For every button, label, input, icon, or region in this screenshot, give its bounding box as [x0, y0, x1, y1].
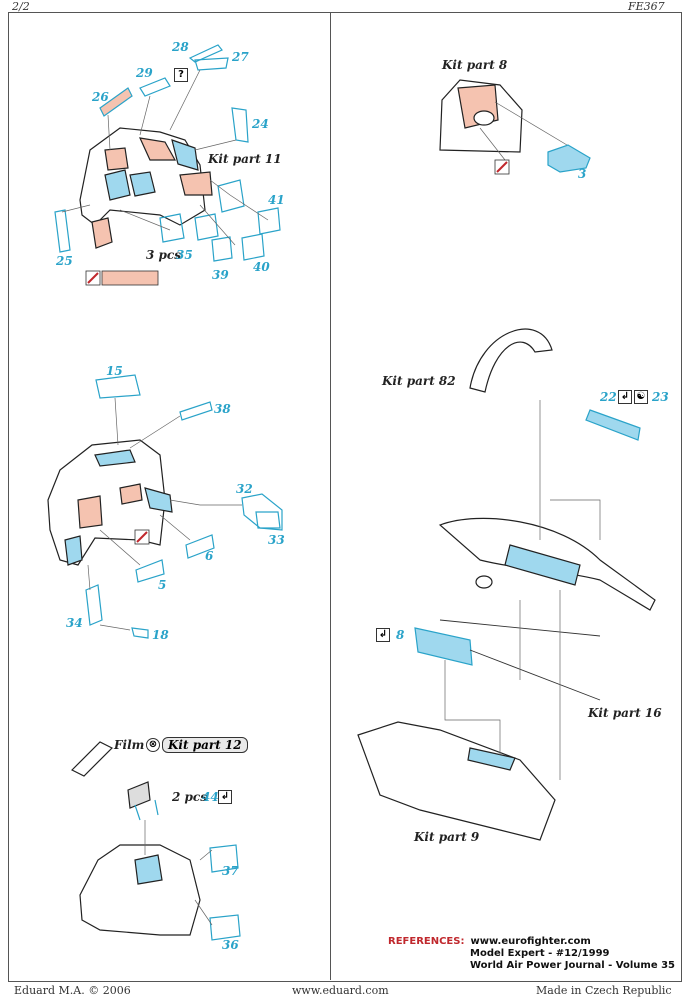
footer-copyright: Eduard M.A. © 2006	[14, 984, 131, 997]
footer-origin: Made in Czech Republic	[536, 984, 672, 997]
part-41-label: 41	[268, 193, 285, 207]
part-44-label: 44	[202, 790, 219, 804]
kit-part-8-label: Kit part 8	[442, 58, 508, 72]
kit-part-11-label: Kit part 11	[208, 152, 282, 166]
three-pcs-label: 3 pcs	[146, 248, 181, 262]
column-divider	[330, 12, 331, 980]
page-frame	[8, 12, 682, 982]
references-heading: REFERENCES:	[388, 936, 465, 947]
part-39-label: 39	[212, 268, 229, 282]
part-22-label: 22	[600, 390, 617, 404]
product-code: FE367	[628, 0, 665, 13]
film-symbol-icon: ⊗	[146, 738, 160, 752]
part-3-label: 3	[578, 167, 587, 181]
kit-part-9-label: Kit part 9	[414, 830, 480, 844]
part-15-label: 15	[106, 364, 123, 378]
bend-icon: ↲	[218, 790, 232, 804]
kit-part-82-label: Kit part 82	[382, 374, 456, 388]
part-38-label: 38	[214, 402, 231, 416]
bend-icon: ↲	[618, 390, 632, 404]
kit-part-16-label: Kit part 16	[588, 706, 662, 720]
part-18-label: 18	[152, 628, 169, 642]
reference-item: Model Expert - #12/1999	[470, 948, 610, 959]
part-25-label: 25	[56, 254, 73, 268]
part-28-label: 28	[172, 40, 189, 54]
part-32-label: 32	[236, 482, 253, 496]
part-33-label: 33	[268, 533, 285, 547]
part-24-label: 24	[252, 117, 269, 131]
two-pcs-label: 2 pcs	[172, 790, 207, 804]
part-23-label: 23	[652, 390, 669, 404]
part-40-label: 40	[253, 260, 270, 274]
part-27-label: 27	[232, 50, 249, 64]
reference-item: World Air Power Journal - Volume 35	[470, 960, 676, 971]
part-36-label: 36	[222, 938, 239, 952]
reference-item[interactable]: www.eurofighter.com	[470, 936, 591, 947]
part-34-label: 34	[66, 616, 83, 630]
part-8-label: 8	[396, 628, 405, 642]
bend-icon: ↲	[376, 628, 390, 642]
references-block: REFERENCES: www.eurofighter.com Model Exp…	[388, 936, 675, 972]
part-5-label: 5	[158, 578, 167, 592]
part-26-label: 26	[92, 90, 109, 104]
page-number: 2/2	[12, 0, 30, 13]
yin-yang-icon: ☯	[634, 390, 648, 404]
part-29-label: 29	[136, 66, 153, 80]
kit-part-12-label: Kit part 12	[162, 737, 248, 753]
part-35-label: 35	[176, 248, 193, 262]
question-mark-icon: ?	[174, 68, 188, 82]
footer-website[interactable]: www.eduard.com	[292, 984, 389, 997]
film-label: Film	[114, 738, 145, 752]
part-37-label: 37	[222, 864, 239, 878]
part-6-label: 6	[205, 549, 214, 563]
